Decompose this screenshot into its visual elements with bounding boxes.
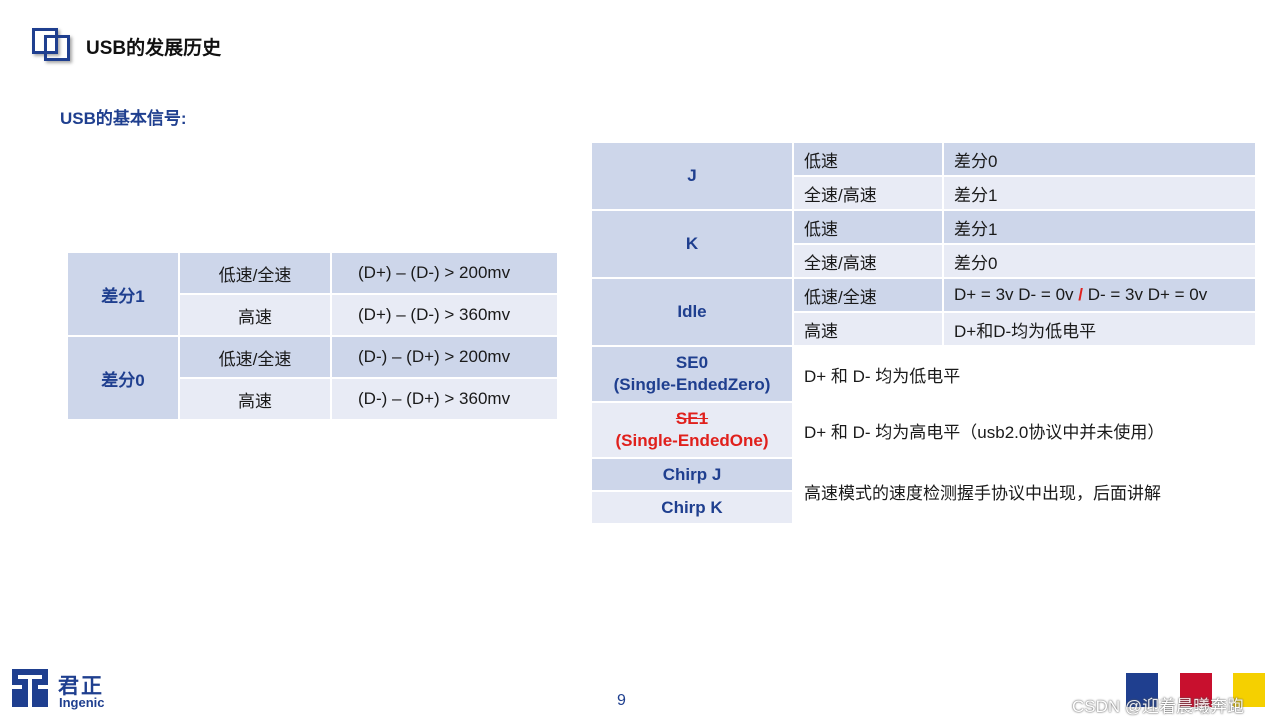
signal-cell-se1: SE1 (Single-EndedOne) xyxy=(590,401,794,459)
table-row: 全速/高速 差分0 xyxy=(591,243,1257,279)
table-row: J 低速 差分0 xyxy=(590,141,1257,211)
header-logo-icon xyxy=(30,28,70,61)
differential-signal-table: 差分1 低速/全速 (D+) – (D-) > 200mv 高速 (D+) – … xyxy=(66,251,559,421)
speed-cell: 高速 xyxy=(178,293,332,337)
group-cell: 差分1 xyxy=(66,251,180,337)
signal-name: SE0 xyxy=(675,353,709,372)
signal-cell-j: J xyxy=(590,141,794,211)
signal-cell-idle: Idle xyxy=(590,277,794,347)
desc-cell: D+ 和 D- 均为高电平（usb2.0协议中并未使用） xyxy=(792,401,1257,459)
desc-text: D- = 3v D+ = 0v xyxy=(1082,285,1208,304)
speed-cell: 低速/全速 xyxy=(178,335,332,379)
speed-cell: 低速 xyxy=(792,141,944,177)
yellow-square-icon xyxy=(1233,673,1265,707)
value-cell: (D+) – (D-) > 360mv xyxy=(330,293,559,337)
watermark: CSDN @迎着晨曦奔跑 xyxy=(1072,697,1245,716)
brand-name-en: Ingenic xyxy=(59,695,105,710)
section-subtitle: USB的基本信号: xyxy=(60,109,187,128)
page-title: USB的发展历史 xyxy=(86,38,222,59)
speed-cell: 全速/高速 xyxy=(792,243,944,279)
table-row: 差分0 低速/全速 (D-) – (D+) > 200mv xyxy=(66,335,559,421)
desc-cell: 高速模式的速度检测握手协议中出现，后面讲解 xyxy=(792,457,1257,525)
desc-cell: 差分0 xyxy=(942,243,1257,279)
desc-cell: 差分1 xyxy=(942,175,1257,211)
table-row: Chirp K xyxy=(590,490,1256,525)
speed-cell: 高速 xyxy=(178,377,332,421)
signal-name: SE1 xyxy=(675,409,709,428)
table-row: SE0 (Single-EndedZero) D+ 和 D- 均为低电平 xyxy=(590,345,1257,403)
separator-slash: / xyxy=(1078,285,1083,304)
signal-cell-k: K xyxy=(590,209,794,279)
speed-cell: 全速/高速 xyxy=(792,175,944,211)
table-row: 高速 D+和D-均为低电平 xyxy=(591,311,1257,347)
table-row: SE1 (Single-EndedOne) D+ 和 D- 均为高电平（usb2… xyxy=(590,401,1257,459)
value-cell: (D+) – (D-) > 200mv xyxy=(330,251,559,295)
speed-cell: 低速/全速 xyxy=(792,277,944,313)
signal-cell-se0: SE0 (Single-EndedZero) xyxy=(590,345,794,403)
signal-cell-chirp-k: Chirp K xyxy=(590,490,794,525)
brand-name-cn: 君正 xyxy=(58,675,104,698)
speed-cell: 低速/全速 xyxy=(178,251,332,295)
signal-subname: (Single-EndedZero) xyxy=(613,375,771,394)
usb-signal-state-table: J 低速 差分0 全速/高速 差分1 K 低速 差分1 全速/高速 差分0 Id… xyxy=(590,141,1257,525)
table-row: Idle 低速/全速 D+ = 3v D- = 0v / D- = 3v D+ … xyxy=(590,277,1257,347)
page-number: 9 xyxy=(617,692,626,709)
ingenic-logo-icon xyxy=(12,669,48,707)
table-row: 全速/高速 差分1 xyxy=(591,175,1257,211)
group-cell: 差分0 xyxy=(66,335,180,421)
table-row: K 低速 差分1 xyxy=(590,209,1257,279)
table-row: Chirp J 高速模式的速度检测握手协议中出现，后面讲解 xyxy=(590,457,1257,525)
signal-subname: (Single-EndedOne) xyxy=(615,431,769,450)
value-cell: (D-) – (D+) > 360mv xyxy=(330,377,559,421)
speed-cell: 低速 xyxy=(792,209,944,245)
desc-cell: 差分0 xyxy=(942,141,1257,177)
speed-cell: 高速 xyxy=(792,311,944,347)
desc-text: D+ = 3v D- = 0v xyxy=(954,285,1079,304)
table-row: 高速 (D+) – (D-) > 360mv xyxy=(67,293,559,337)
red-square-icon xyxy=(1180,673,1212,707)
table-row: 高速 (D-) – (D+) > 360mv xyxy=(67,377,559,421)
desc-cell: D+ 和 D- 均为低电平 xyxy=(792,345,1257,403)
table-row: 差分1 低速/全速 (D+) – (D-) > 200mv xyxy=(66,251,559,337)
desc-cell: D+ = 3v D- = 0v / D- = 3v D+ = 0v xyxy=(942,277,1257,313)
value-cell: (D-) – (D+) > 200mv xyxy=(330,335,559,379)
blue-square-icon xyxy=(1126,673,1158,707)
desc-cell: 差分1 xyxy=(942,209,1257,245)
desc-cell: D+和D-均为低电平 xyxy=(942,311,1257,347)
signal-cell-chirp-j: Chirp J xyxy=(590,457,794,492)
